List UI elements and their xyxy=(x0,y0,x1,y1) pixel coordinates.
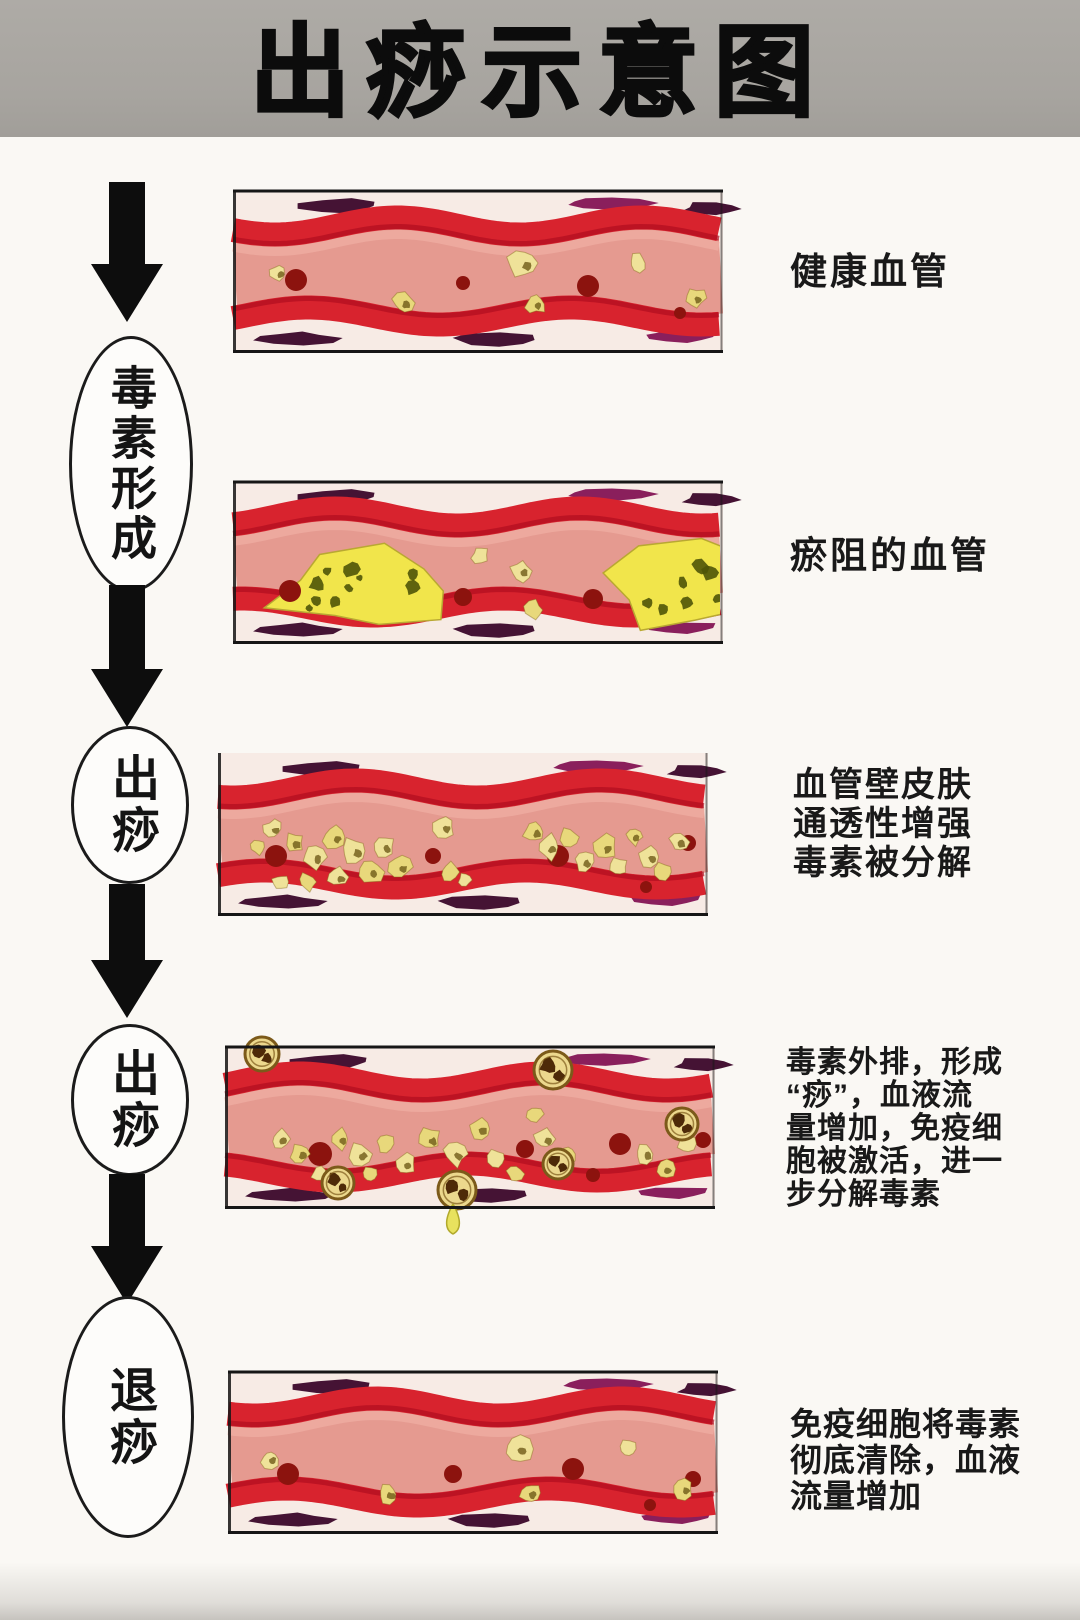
caption-line: 流量增加 xyxy=(790,1478,923,1514)
flow-step-toxin-formation: 毒素形成 xyxy=(69,336,193,592)
caption-line: 瘀阻的血管 xyxy=(790,535,990,576)
arrow-head xyxy=(91,264,163,322)
caption-stage-2: 瘀阻的血管 xyxy=(790,534,1080,578)
caption-line: 步分解毒素 xyxy=(786,1178,941,1211)
caption-stage-5: 免疫细胞将毒素 彻底清除，血液 流量增加 xyxy=(790,1406,1080,1514)
flow-step-label: 退痧 xyxy=(102,1365,155,1469)
vessel-stage-1-healthy-illustration xyxy=(227,189,742,353)
caption-line: 免疫细胞将毒素 xyxy=(790,1406,1022,1442)
flow-step-sha-out: 出痧 xyxy=(71,1024,189,1176)
down-arrow-icon xyxy=(91,1174,163,1304)
caption-stage-1: 健康血管 xyxy=(790,250,1080,294)
flow-step-sha-appears: 出痧 xyxy=(71,726,189,884)
vessel-stage-2-blocked-illustration xyxy=(227,480,742,644)
caption-line: 量增加，免疫细 xyxy=(786,1112,1003,1145)
arrow-shaft xyxy=(109,182,145,264)
bottom-fade-gradient xyxy=(0,1562,1080,1620)
flow-step-sha-recedes: 退痧 xyxy=(62,1296,194,1538)
caption-line: “痧”，血液流 xyxy=(786,1079,973,1112)
vessel-stage-4-sha-expelled-illustration xyxy=(219,1035,734,1235)
arrow-head xyxy=(91,669,163,727)
title-banner: 出痧示意图 xyxy=(0,0,1080,137)
flow-step-label: 出痧 xyxy=(104,753,157,857)
caption-stage-3: 血管壁皮肤 通透性增强 毒素被分解 xyxy=(793,766,1080,883)
down-arrow-icon xyxy=(91,884,163,1018)
caption-stage-4: 毒素外排，形成 “痧”，血液流 量增加，免疫细 胞被激活，进一 步分解毒素 xyxy=(786,1046,1080,1211)
arrow-shaft xyxy=(109,585,145,669)
page-title: 出痧示意图 xyxy=(249,16,830,129)
caption-line: 血管壁皮肤 xyxy=(793,766,973,804)
caption-line: 毒素被分解 xyxy=(793,844,973,882)
flow-step-label: 出痧 xyxy=(104,1048,157,1152)
vessel-stage-3-permeable-illustration xyxy=(212,753,727,916)
arrow-shaft xyxy=(109,1174,145,1246)
caption-line: 健康血管 xyxy=(790,251,950,292)
arrow-shaft xyxy=(109,884,145,960)
caption-line: 彻底清除，血液 xyxy=(790,1442,1022,1478)
flow-step-label: 毒素形成 xyxy=(105,364,157,564)
down-arrow-icon xyxy=(91,182,163,322)
caption-line: 毒素外排，形成 xyxy=(786,1046,1003,1079)
arrow-head xyxy=(91,1246,163,1304)
caption-line: 通透性增强 xyxy=(793,805,973,843)
arrow-head xyxy=(91,960,163,1018)
vessel-stage-5-cleared-illustration xyxy=(222,1370,737,1534)
caption-line: 胞被激活，进一 xyxy=(786,1145,1003,1178)
down-arrow-icon xyxy=(91,585,163,727)
